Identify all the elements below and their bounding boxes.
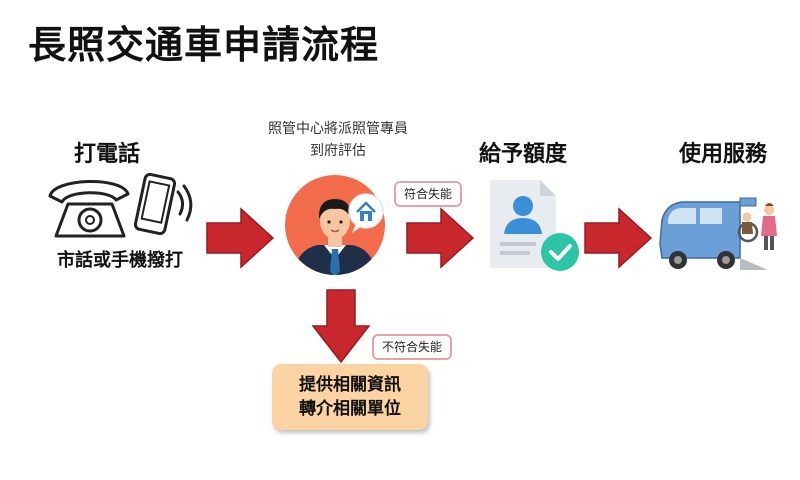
case-manager-icon <box>285 175 385 275</box>
tag-not-qualified: 不符合失能 <box>372 334 453 360</box>
step-service-heading: 使用服務 <box>678 142 767 167</box>
flow-arrow-3 <box>584 207 653 269</box>
flow-arrow-1 <box>206 207 275 269</box>
step-quota-heading: 給予額度 <box>478 142 567 167</box>
flow-arrow-2 <box>406 207 475 269</box>
step-call-subtitle: 市話或手機撥打 <box>57 250 183 271</box>
home-icon <box>348 193 384 233</box>
telephone-icon <box>48 172 193 238</box>
page-title: 長照交通車申請流程 <box>28 23 380 67</box>
wheelchair-van-icon <box>659 197 777 270</box>
fallback-line1: 提供相關資訊 <box>299 375 401 395</box>
tag-qualified: 符合失能 <box>394 181 463 207</box>
fallback-info-box: 提供相關資訊 轉介相關單位 <box>272 364 428 430</box>
step-assess-line1: 照管中心將派照管專員 <box>268 121 408 137</box>
mobile-phone-icon <box>133 172 193 236</box>
step-assess-text: 照管中心將派照管專員 到府評估 <box>238 118 438 162</box>
step-call-heading: 打電話 <box>73 142 140 167</box>
flow-arrow-down <box>311 289 371 364</box>
step-assess-line2: 到府評估 <box>310 143 366 159</box>
approved-document-icon <box>490 180 579 271</box>
fallback-line2: 轉介相關單位 <box>299 399 401 419</box>
